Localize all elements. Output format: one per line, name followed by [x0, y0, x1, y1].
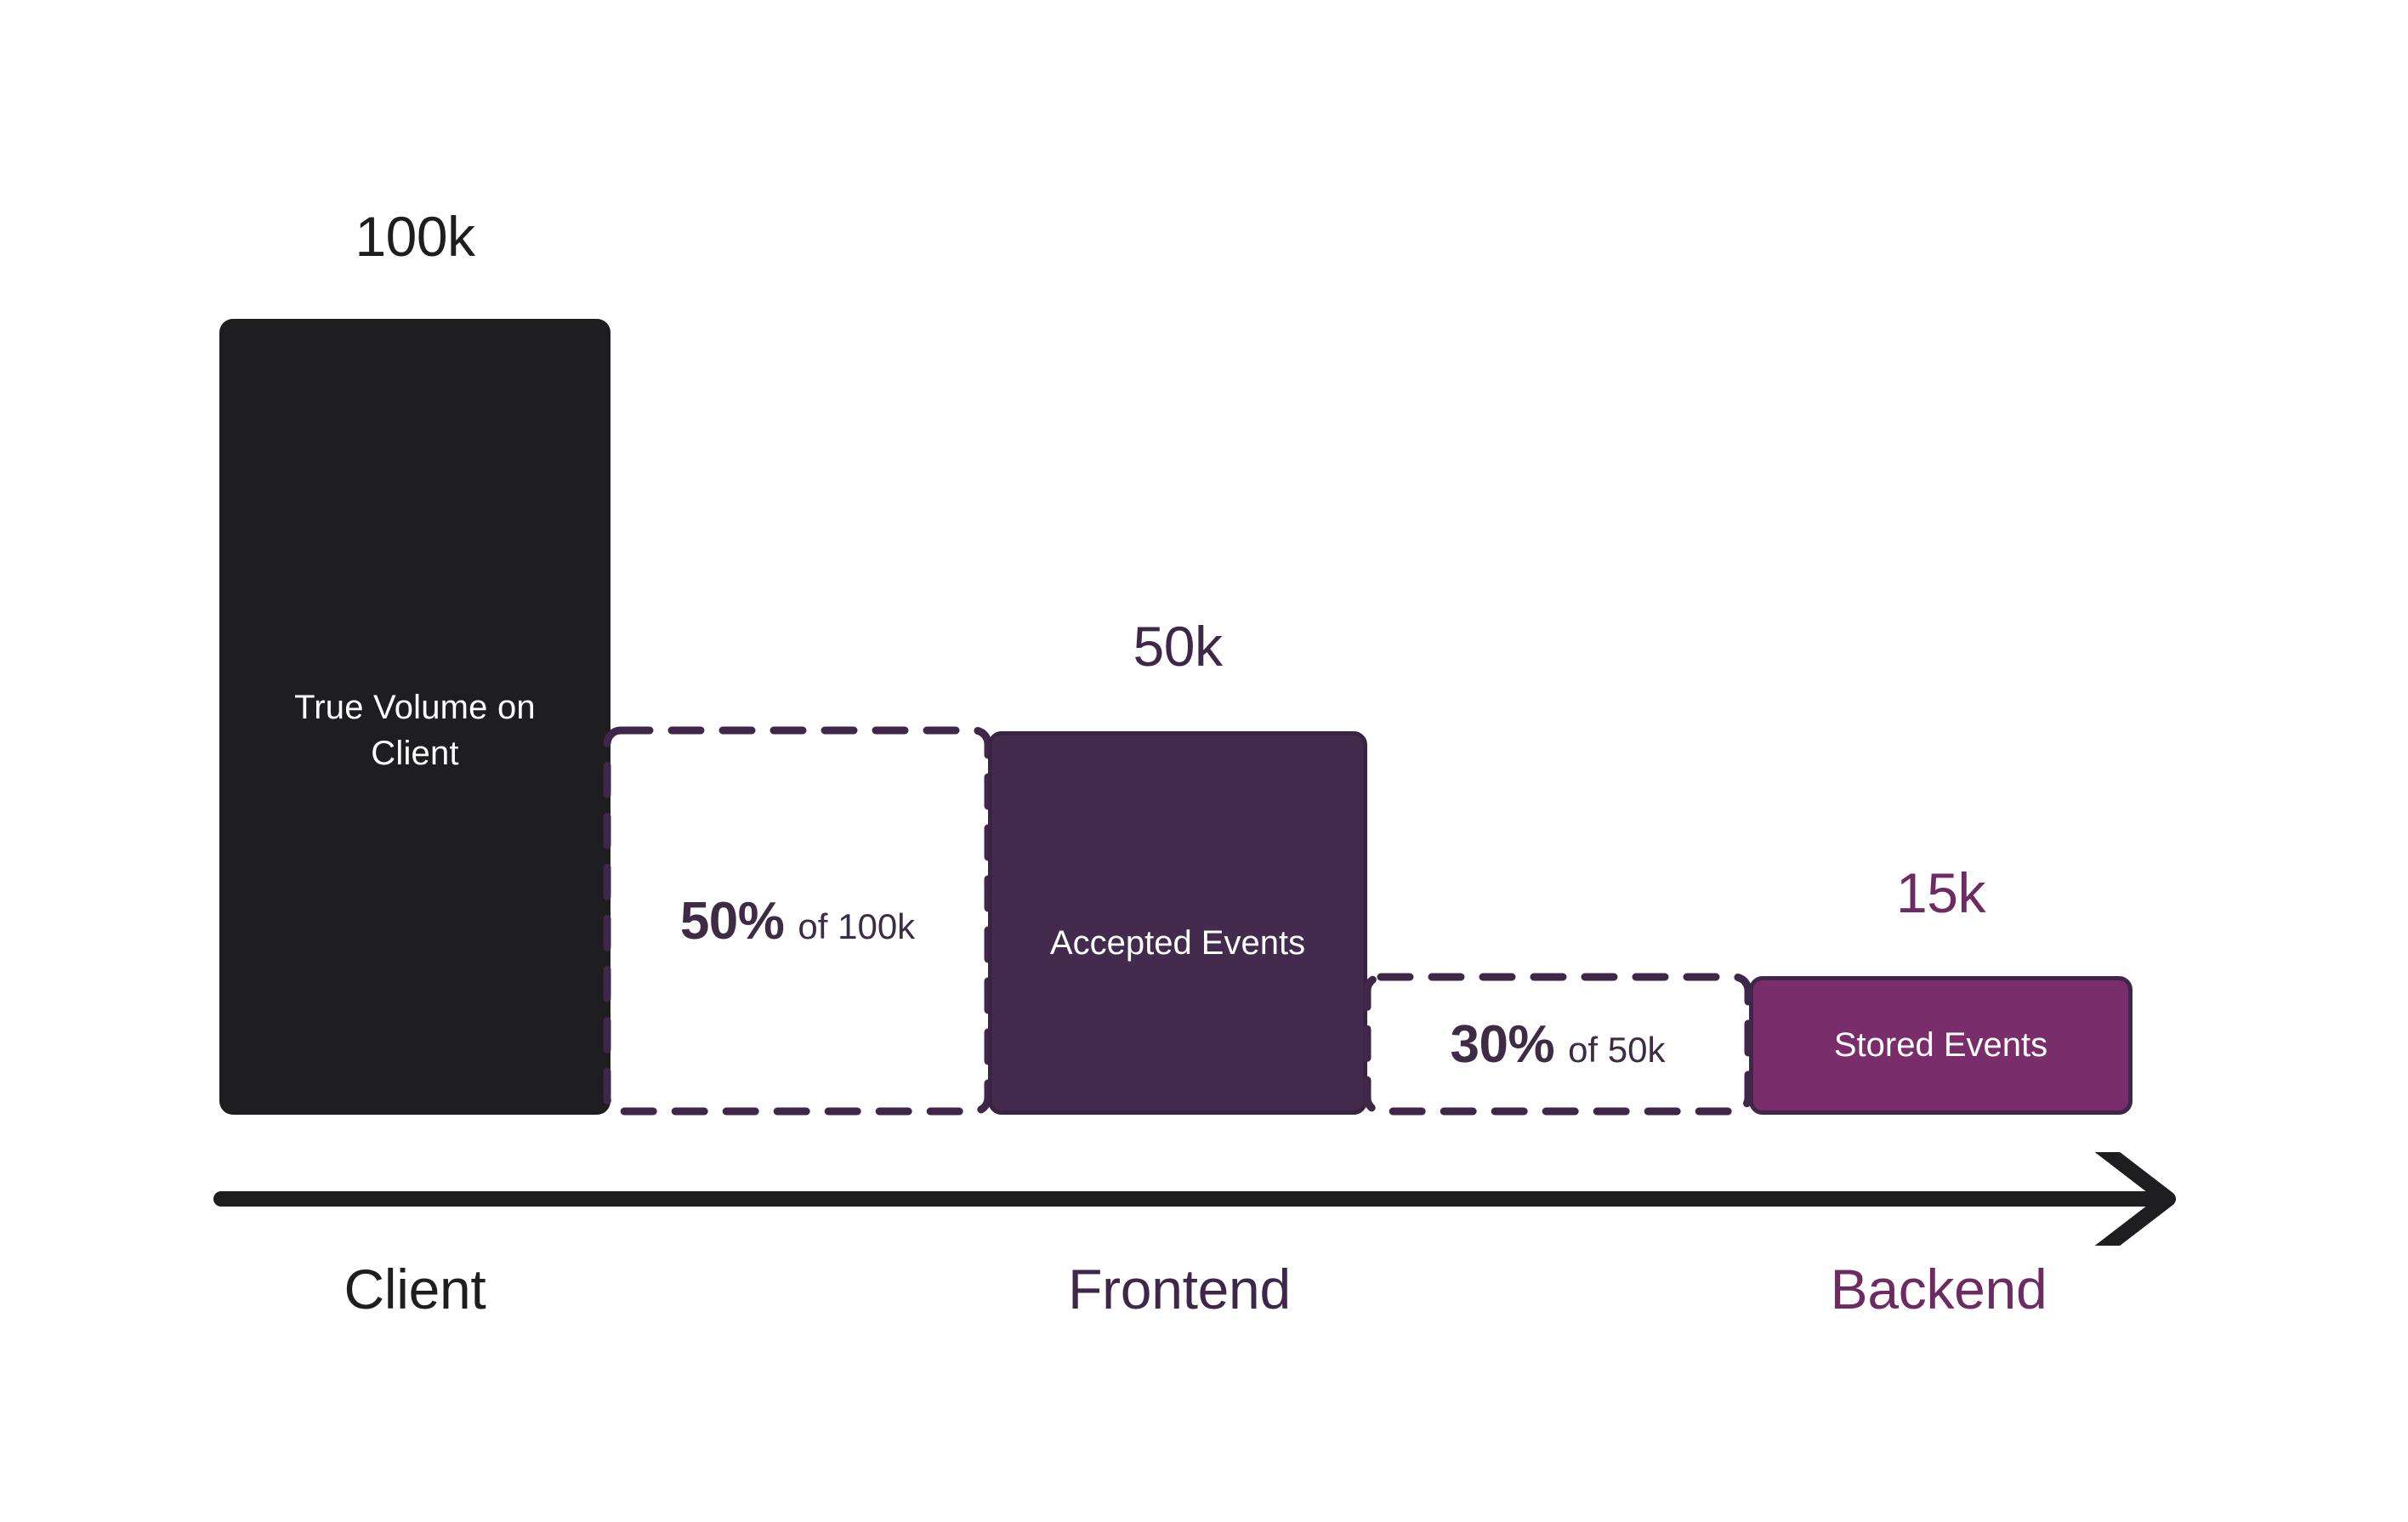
bar-client: True Volume on Client [219, 319, 611, 1115]
bar-frontend: Accepted Events [988, 731, 1367, 1115]
dropoff-of-label-2: of 50k [1568, 1029, 1666, 1070]
dropoff-box-client-to-frontend: 50% of 100k [603, 726, 992, 1116]
dropoff-box-frontend-to-backend: 30% of 50k [1363, 973, 1752, 1116]
stage-label-backend: Backend [1830, 1258, 2047, 1320]
axis-arrow-icon [213, 1138, 2176, 1260]
bar-label-client: True Volume on Client [294, 689, 536, 772]
value-label-frontend: 50k [1133, 615, 1223, 678]
dropoff-percent-2: 30% [1450, 1014, 1555, 1074]
dropoff-text-1: 50% of 100k [680, 891, 915, 951]
bar-backend: Stored Events [1749, 976, 2133, 1115]
stage-label-frontend: Frontend [1068, 1258, 1291, 1320]
bar-label-frontend: Accepted Events [1049, 924, 1306, 962]
axis-arrow-container [213, 1138, 2202, 1260]
dashed-outline-1 [603, 726, 992, 1116]
value-label-client: 100k [355, 205, 475, 268]
bar-label-backend: Stored Events [1833, 1026, 2048, 1065]
dashed-outline-2 [1363, 973, 1752, 1116]
value-label-backend: 15k [1896, 861, 1985, 924]
dropoff-text-2: 30% of 50k [1450, 1014, 1665, 1075]
dropoff-percent-1: 50% [679, 891, 785, 951]
dropoff-of-label-1: of 100k [798, 906, 916, 946]
stage-label-client: Client [344, 1258, 486, 1320]
